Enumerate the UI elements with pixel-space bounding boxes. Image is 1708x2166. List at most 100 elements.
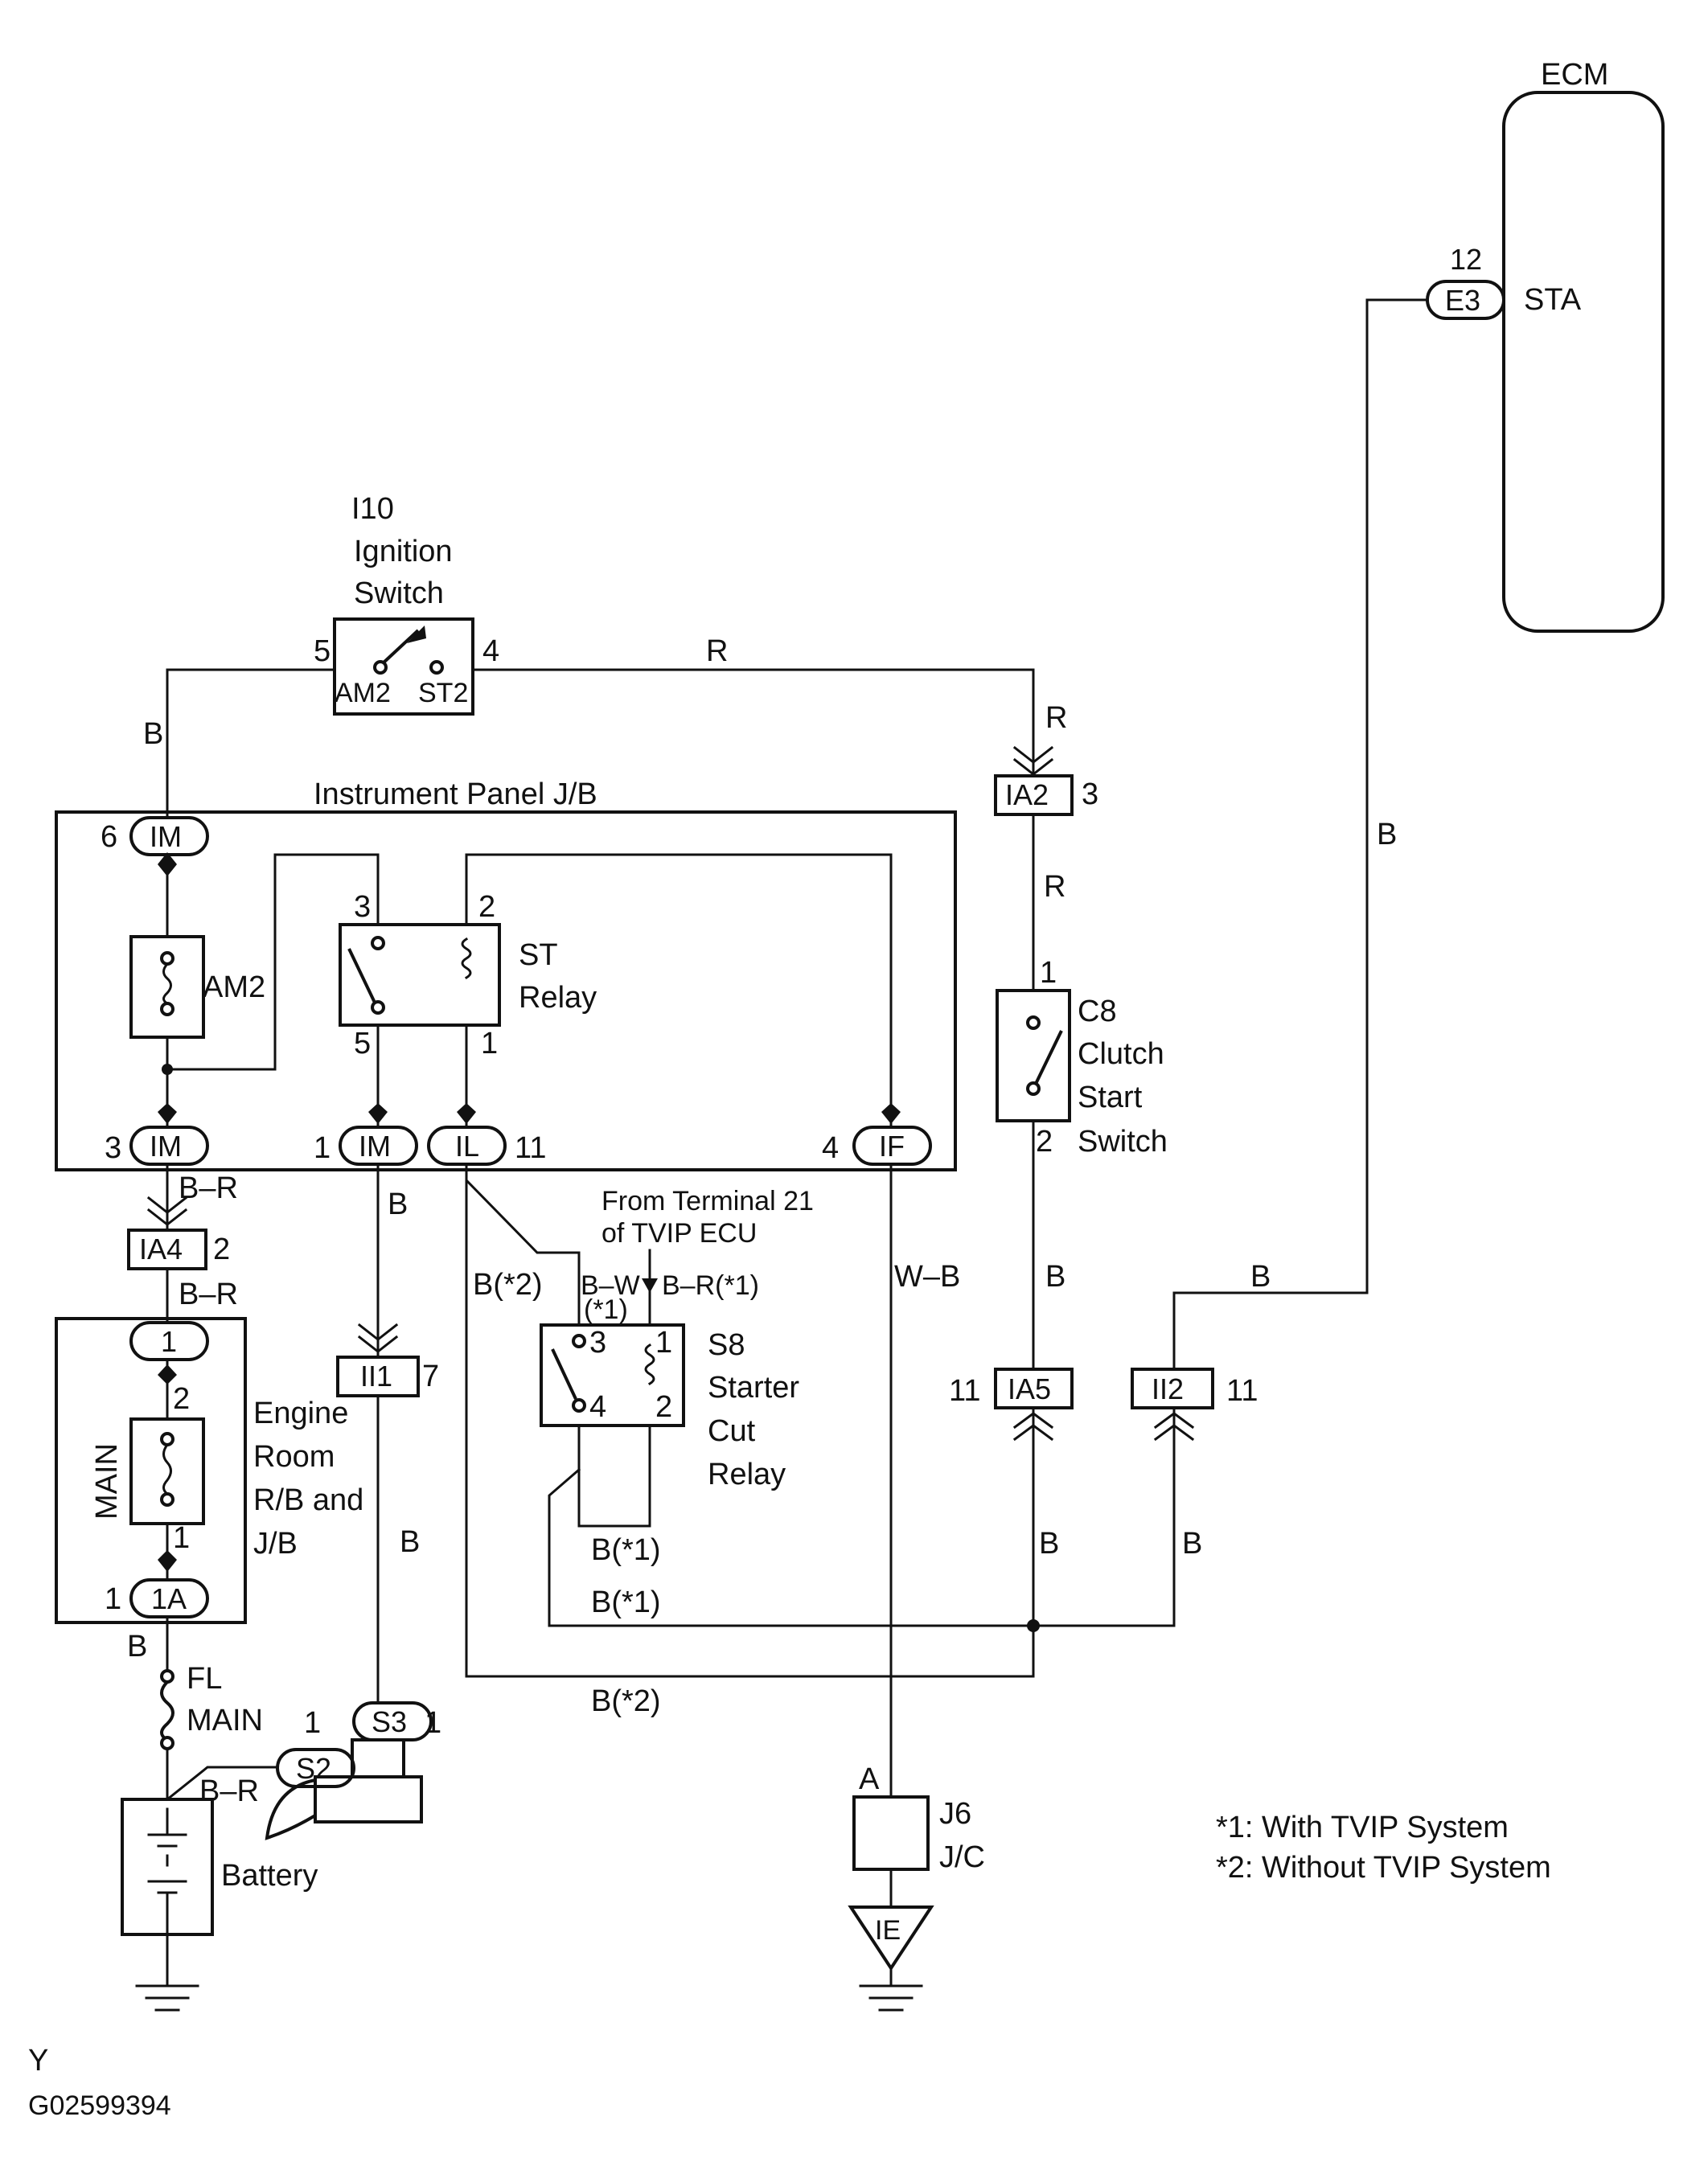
note-tvip-with: *1: With TVIP System <box>1216 1811 1509 1844</box>
engine-rb-line1: Engine <box>253 1397 348 1430</box>
ecm-connector-label: E3 <box>1445 284 1480 317</box>
im-mid-pin: 1 <box>314 1131 331 1165</box>
main-fuse-label: MAIN <box>90 1443 124 1520</box>
connector-ia2: IA2 3 R <box>994 774 1098 992</box>
engine-rb-conn-top: 1 <box>161 1325 177 1358</box>
ignition-switch-st2: ST2 <box>418 678 468 708</box>
s8-line1: Starter <box>708 1371 799 1405</box>
engine-rb-line2: Room <box>253 1440 335 1474</box>
connector-ia5: IA5 11 B <box>949 1368 1074 1674</box>
wire-b-c8: B <box>1045 1260 1065 1294</box>
ii1-label: II1 <box>360 1360 392 1393</box>
engine-rb-conn-bottom: 1A <box>151 1582 187 1615</box>
s3-pin-left: 1 <box>304 1706 321 1740</box>
instrument-panel-jb: Instrument Panel J/B IM 6 AM2 ST Relay 3… <box>55 777 957 1171</box>
footnotes: *1: With TVIP System *2: Without TVIP Sy… <box>1216 1811 1551 1885</box>
s8-pin2: 2 <box>655 1390 672 1424</box>
wire-b-r-1: B–R <box>179 1171 238 1205</box>
engine-rb-line4: J/B <box>253 1527 298 1561</box>
engine-rb-line3: R/B and <box>253 1483 363 1517</box>
ecm-terminal-sta: STA <box>1524 283 1582 317</box>
il-connector: IL <box>455 1130 479 1163</box>
im-left-connector: IM <box>150 1130 182 1163</box>
jc-pin: A <box>859 1762 880 1796</box>
connector-ii2: II2 11 B <box>1027 1368 1258 1632</box>
wire-bw: B–W <box>581 1270 640 1301</box>
wire-star1-label: (*1) <box>584 1294 628 1325</box>
im-mid-connector: IM <box>359 1130 391 1163</box>
clutch-start-switch: 1 2 C8 Clutch Start Switch B <box>996 956 1168 1371</box>
footer: Y G02599394 <box>28 2044 171 2121</box>
ii1-pin: 7 <box>422 1360 439 1393</box>
starter-cut-relay: 3 1 4 2 S8 Starter Cut Relay <box>540 1323 799 1491</box>
st-relay-pin5: 5 <box>354 1027 371 1060</box>
wire-b-star1-b: B(*1) <box>591 1586 661 1619</box>
ignition-switch-id: I10 <box>351 492 394 526</box>
st-relay-pin1: 1 <box>481 1027 498 1060</box>
footer-letter: Y <box>28 2044 48 2078</box>
s8-line3: Relay <box>708 1458 786 1491</box>
wire-r-mid: R <box>1044 870 1065 904</box>
clutch-switch-line3: Switch <box>1078 1125 1168 1159</box>
wire-b-ia5: B <box>1039 1527 1059 1561</box>
im-top-connector: IM <box>150 820 182 853</box>
ignition-switch-pin5: 5 <box>314 634 331 668</box>
s8-line2: Cut <box>708 1414 756 1448</box>
clutch-switch-pin-top: 1 <box>1040 956 1057 990</box>
fusible-link-main: MAIN <box>187 1704 263 1737</box>
clutch-switch-line1: Clutch <box>1078 1037 1164 1071</box>
instrument-jb-title: Instrument Panel J/B <box>314 777 597 811</box>
if-connector: IF <box>879 1130 905 1163</box>
left-column-wiring: B–R IA4 2 B–R <box>127 1163 238 1324</box>
wire-b-ecm-vertical: B <box>1377 818 1397 851</box>
jc-id: J6 <box>939 1797 971 1831</box>
wire-b-r-s2: B–R <box>199 1774 259 1808</box>
wire-r-top: R <box>706 634 728 668</box>
fusible-link-fl: FL <box>187 1662 222 1696</box>
ia2-label: IA2 <box>1005 778 1049 811</box>
from-terminal-line1: From Terminal 21 <box>601 1186 814 1216</box>
from-terminal-line2: of TVIP ECU <box>601 1218 757 1249</box>
wire-b-star2: B(*2) <box>473 1268 543 1302</box>
jc-branch: W–B A J6 J/C IE <box>848 1163 985 2012</box>
am2-fuse-label: AM2 <box>203 970 265 1004</box>
wire-b-battery: B <box>127 1630 147 1663</box>
ground-ie-label: IE <box>875 1915 901 1946</box>
jc-name: J/C <box>939 1840 985 1874</box>
wire-r-down: R <box>1045 701 1067 735</box>
im-top-pin: 6 <box>101 820 117 854</box>
ii2-label: II2 <box>1152 1372 1184 1405</box>
s8-pin4: 4 <box>589 1390 606 1424</box>
st-relay-line2: Relay <box>519 981 597 1015</box>
clutch-switch-line2: Start <box>1078 1081 1143 1114</box>
wire-b-ii2: B <box>1182 1527 1202 1561</box>
engine-rb-conn-bottom-pin: 1 <box>105 1582 121 1616</box>
ignition-switch: I10 Ignition Switch AM2 ST2 5 4 <box>314 492 499 716</box>
wire-wb: W–B <box>894 1260 960 1294</box>
engine-rb-pin-bottom: 1 <box>173 1521 190 1555</box>
ecm-pin-number: 12 <box>1450 243 1482 276</box>
il-pin: 11 <box>515 1131 546 1165</box>
s3-connector: S3 <box>372 1705 407 1738</box>
engine-rb-pin-top: 2 <box>173 1382 190 1416</box>
jb-internal-wires <box>158 852 901 1129</box>
footer-code: G02599394 <box>28 2090 171 2121</box>
engine-room-rb: 1 2 MAIN 1 1A 1 Engine Room R/B and J/B <box>55 1317 363 1624</box>
st-relay-pin3: 3 <box>354 890 371 924</box>
ignition-switch-pin4: 4 <box>482 634 499 668</box>
ignition-switch-line1: Ignition <box>354 535 453 568</box>
s8-pin1: 1 <box>655 1326 672 1360</box>
top-wiring: R R B B B <box>143 298 1429 1378</box>
wire-b-star1-a: B(*1) <box>591 1533 661 1567</box>
ia5-label: IA5 <box>1008 1372 1051 1405</box>
ecm-title: ECM <box>1541 58 1608 92</box>
note-tvip-without: *2: Without TVIP System <box>1216 1851 1551 1885</box>
wire-b-star2-bottom: B(*2) <box>591 1684 661 1718</box>
s3-pin-right: 1 <box>425 1706 441 1740</box>
im-left-pin: 3 <box>105 1131 121 1165</box>
wire-br-star1: B–R(*1) <box>662 1270 759 1301</box>
starter-cut-wiring: From Terminal 21 of TVIP ECU B–R(*1) B–W… <box>465 1163 1035 1718</box>
ecm-unit: ECM STA E3 12 <box>1426 58 1665 633</box>
ia4-pin: 2 <box>213 1233 230 1266</box>
